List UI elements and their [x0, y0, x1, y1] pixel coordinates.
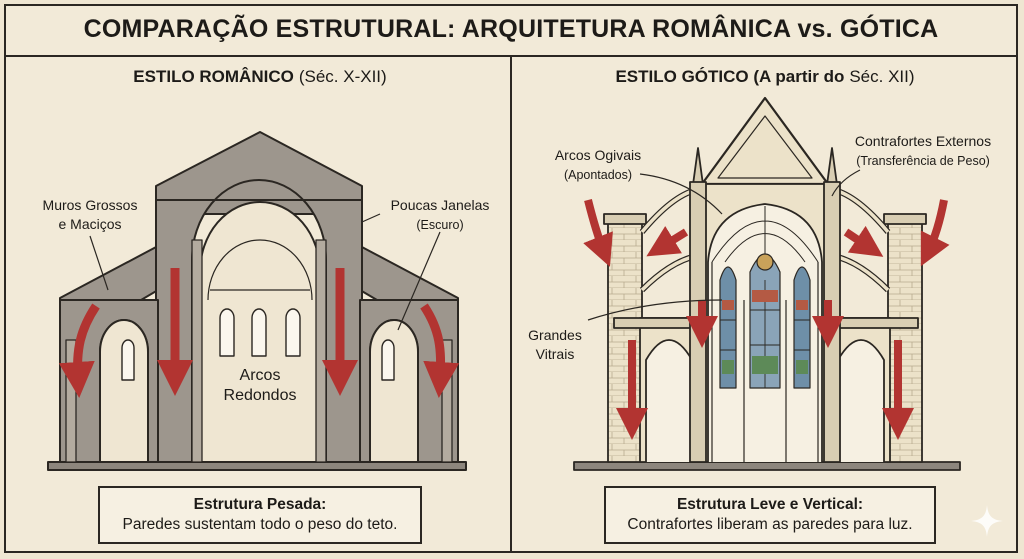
romanesque-heading-period: (Séc. X-XII) — [298, 67, 387, 86]
panel-divider — [510, 57, 512, 553]
romanesque-summary-body: Paredes sustentam todo o peso do teto. — [122, 516, 398, 533]
gothic-summary-head: Estrutura Leve e Vertical: — [676, 496, 864, 513]
gothic-summary-box: Estrutura Leve e Vertical: Contrafortes … — [604, 486, 936, 544]
romanesque-summary-box: Estrutura Pesada: Paredes sustentam todo… — [98, 486, 422, 544]
gothic-leader-lines — [587, 169, 861, 321]
thick-walls-line2: e Maciços — [58, 216, 122, 232]
round-arches-line2: Redondos — [223, 387, 297, 404]
romanesque-heading: ESTILO ROMÂNICO (Séc. X-XII) — [10, 64, 510, 90]
round-arches-label: Arcos Redondos — [220, 366, 300, 406]
gothic-summary-body: Contrafortes liberam as paredes para luz… — [627, 516, 913, 533]
force-arrow-icon — [583, 199, 950, 440]
few-windows-line1: Poucas Janelas — [390, 197, 490, 213]
external-buttresses-line1: Contrafortes Externos — [854, 133, 992, 149]
force-arrow-icon — [58, 268, 460, 398]
thick-walls-label: Muros Grossos e Maciços — [20, 196, 160, 234]
stained-glass-line1: Grandes — [528, 327, 582, 343]
sparkle-icon — [971, 505, 1003, 537]
ogival-arches-line2: (Apontados) — [563, 168, 633, 182]
ogival-arches-line1: Arcos Ogivais — [554, 147, 642, 163]
romanesque-heading-bold: ESTILO ROMÂNICO — [133, 67, 294, 86]
romanesque-leader-lines — [89, 213, 441, 331]
gothic-heading-bold: ESTILO GÓTICO (A partir do — [615, 67, 845, 86]
round-arches-line1: Arcos — [239, 367, 281, 384]
gothic-heading: ESTILO GÓTICO (A partir do Séc. XII) — [512, 64, 1018, 90]
thick-walls-line1: Muros Grossos — [42, 197, 138, 213]
stained-glass-windows — [719, 253, 811, 389]
stained-glass-label: Grandes Vitrais — [520, 326, 590, 364]
romanesque-illustration — [47, 131, 467, 471]
romanesque-summary-head: Estrutura Pesada: — [193, 496, 327, 513]
gothic-heading-period: Séc. XII) — [849, 67, 915, 86]
page-title: COMPARAÇÃO ESTRUTURAL: ARQUITETURA ROMÂN… — [4, 4, 1018, 57]
stained-glass-line2: Vitrais — [535, 346, 575, 362]
few-windows-line2: (Escuro) — [416, 218, 464, 232]
few-windows-label: Poucas Janelas (Escuro) — [380, 196, 500, 235]
external-buttresses-line2: (Transferência de Peso) — [856, 154, 990, 168]
external-buttresses-label: Contrafortes Externos (Transferência de … — [838, 132, 1008, 171]
ogival-arches-label: Arcos Ogivais (Apontados) — [538, 146, 658, 185]
